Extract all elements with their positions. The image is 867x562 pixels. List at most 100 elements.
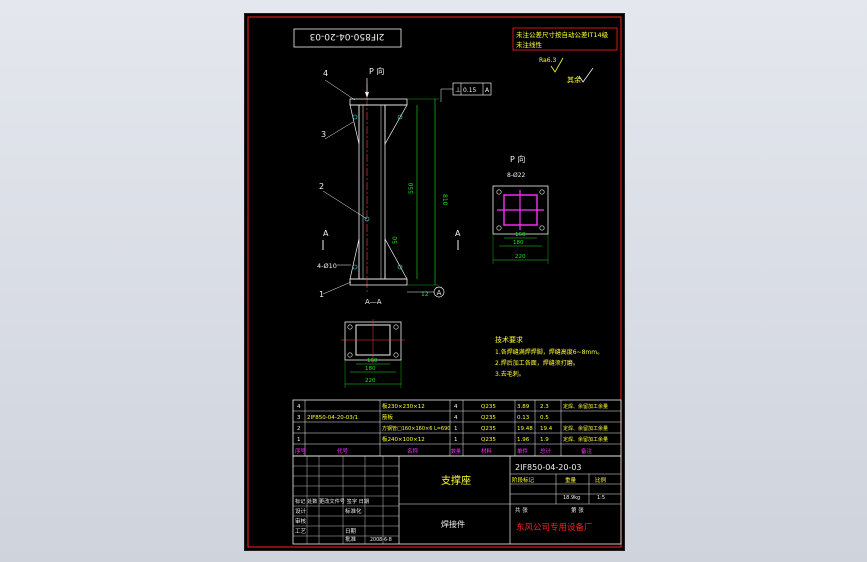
mirrored-drawing-no: 2IF850-04-20-03	[310, 31, 385, 41]
top-rib-left	[349, 104, 360, 145]
dim-total: 810	[441, 194, 448, 206]
sheet-total: 共 张	[515, 506, 528, 514]
bom-row-4: 4 板230×230×12 4 Q235 3.89 2.3 定焊、余留加工余量	[297, 402, 608, 410]
section-a-right: A	[455, 229, 461, 238]
part-type: 焊接件	[441, 519, 465, 529]
tech-item-2: 2.焊后加工各面，焊缝须打磨。	[495, 359, 579, 367]
drawing-sheet: 2IF850-04-20-03 未注公差尺寸按自动公差IT14级 未注线性 Ra…	[244, 13, 625, 551]
bom-cell: 定焊、余留加工余量	[563, 403, 608, 410]
bom-cell: 板230×230×12	[382, 402, 425, 410]
top-note-line1: 未注公差尺寸按自动公差IT14级	[516, 30, 609, 39]
bom-cell: 0.13	[517, 415, 530, 421]
p-dim-2: 180	[513, 240, 524, 246]
bom-cell: 3	[297, 415, 301, 421]
sec-dim-1: 160	[367, 358, 378, 364]
bom-row-1: 1 板240×100×12 1 Q235 1.96 1.9 定焊、余留加工余量	[297, 435, 608, 443]
section-title: A—A	[365, 298, 382, 306]
sec-dim-3: 220	[365, 378, 376, 384]
designer-label: 设计	[295, 507, 307, 515]
bom-cell: Q235	[481, 426, 496, 432]
callout-1: 1	[319, 290, 324, 299]
p-dim-3: 220	[515, 254, 526, 260]
sec-hole-2	[393, 324, 399, 330]
sec-hole-3	[347, 352, 353, 358]
bom-header-cell: 序号	[295, 447, 307, 455]
bom-cell: Q235	[481, 404, 496, 410]
p-dim-1: 160	[515, 232, 526, 238]
p-view: P 向 8-Ø22 160 180 220	[492, 154, 549, 264]
tol-datum: A	[485, 87, 490, 94]
dim-side: 12	[421, 291, 429, 298]
bom-header-cell: 代号	[337, 447, 349, 455]
p-hole-2	[539, 189, 545, 195]
p-hole-1	[496, 189, 502, 195]
weight-label: 重量	[565, 476, 577, 484]
bom-cell: 4	[454, 415, 458, 421]
bom-cell: Q235	[481, 415, 496, 421]
company-name: 东风公司专用设备厂	[516, 522, 593, 533]
weld-mark-5	[397, 264, 403, 270]
bom-table: 4 板230×230×12 4 Q235 3.89 2.3 定焊、余留加工余量 …	[292, 399, 622, 457]
tol-symbol: ⊥	[455, 86, 461, 94]
scale-label: 比例	[595, 476, 607, 484]
callout-4: 4	[323, 69, 328, 78]
leader-2	[322, 190, 368, 220]
bom-cell: 方钢管□160×160×6 L=690	[382, 425, 450, 432]
p-view-hole-note: 8-Ø22	[507, 172, 526, 179]
title-drawing-no: 2IF850-04-20-03	[515, 463, 582, 472]
stage-label: 阶段标记	[512, 476, 535, 484]
bom-header-cell: 数量	[451, 448, 461, 455]
bom-header-cell: 总计	[540, 447, 552, 455]
roughness-mark: Ra6.3	[539, 57, 556, 64]
bom-cell: Q235	[481, 437, 496, 443]
roughness-symbol	[550, 57, 564, 73]
bom-cell: 1.96	[517, 437, 530, 443]
bom-cell: 2IF850-04-20-03/1	[307, 415, 358, 421]
tol-leader	[440, 88, 453, 102]
scale-value: 1:5	[597, 495, 605, 501]
section-view: A—A 160 180 220	[341, 298, 405, 388]
bottom-rib-left	[349, 238, 360, 280]
top-plate	[349, 98, 408, 106]
p-hole-4	[539, 225, 545, 231]
bom-cell: 1	[454, 426, 458, 432]
weld-mark-3	[364, 216, 370, 222]
datum-label: A	[437, 289, 442, 297]
bom-cell: 19.4	[540, 426, 553, 432]
weight-value: 18.9kg	[563, 495, 580, 501]
tech-item-1: 1.各焊缝满焊焊脚，焊缝高度6~8mm。	[495, 348, 603, 356]
p-view-title: P 向	[510, 154, 525, 164]
title-border	[292, 455, 622, 545]
weld-mark-4	[352, 264, 358, 270]
tech-item-3: 3.去毛刺。	[495, 370, 525, 378]
roughness-other: 其余	[567, 75, 581, 84]
revision-headers: 标记 处数 更改文件号 签字 日期	[295, 497, 369, 505]
p-hole-3	[496, 225, 502, 231]
weld-mark-1	[352, 114, 358, 120]
checker-label: 审核	[295, 517, 307, 525]
callout-3: 3	[321, 130, 326, 139]
leader-3	[324, 121, 354, 140]
hole-label: 4-Ø10	[317, 262, 337, 270]
bom-cell: 0.5	[540, 415, 549, 421]
dim-inner: 550	[408, 182, 415, 194]
cad-drawing: 2IF850-04-20-03 未注公差尺寸按自动公差IT14级 未注线性 Ra…	[247, 16, 622, 548]
top-rib-right	[384, 104, 408, 146]
callout-2: 2	[319, 182, 324, 191]
bom-cell: 3.89	[517, 404, 530, 410]
date-value: 2008-6-8	[370, 537, 392, 543]
approve-label: 批准	[345, 535, 357, 543]
bottom-rib-right	[384, 238, 408, 280]
bom-cell: 1	[297, 437, 301, 443]
top-number-box	[293, 28, 402, 48]
outer-frame	[247, 16, 622, 548]
bom-cell: 1	[454, 437, 458, 443]
bom-cell: 4	[297, 404, 301, 410]
bom-cell: 19.48	[517, 426, 533, 432]
bom-cell: 4	[454, 404, 458, 410]
bom-header: 序号 代号 名称 数量 材料 单件 总计 备注	[295, 447, 593, 455]
tech-requirements: 技术要求 1.各焊缝满焊焊脚，焊缝高度6~8mm。 2.焊后加工各面，焊缝须打磨…	[495, 335, 603, 378]
sec-hole-4	[393, 352, 399, 358]
bom-cell: 定焊、余留加工余量	[563, 436, 608, 443]
bom-header-cell: 备注	[581, 447, 593, 455]
